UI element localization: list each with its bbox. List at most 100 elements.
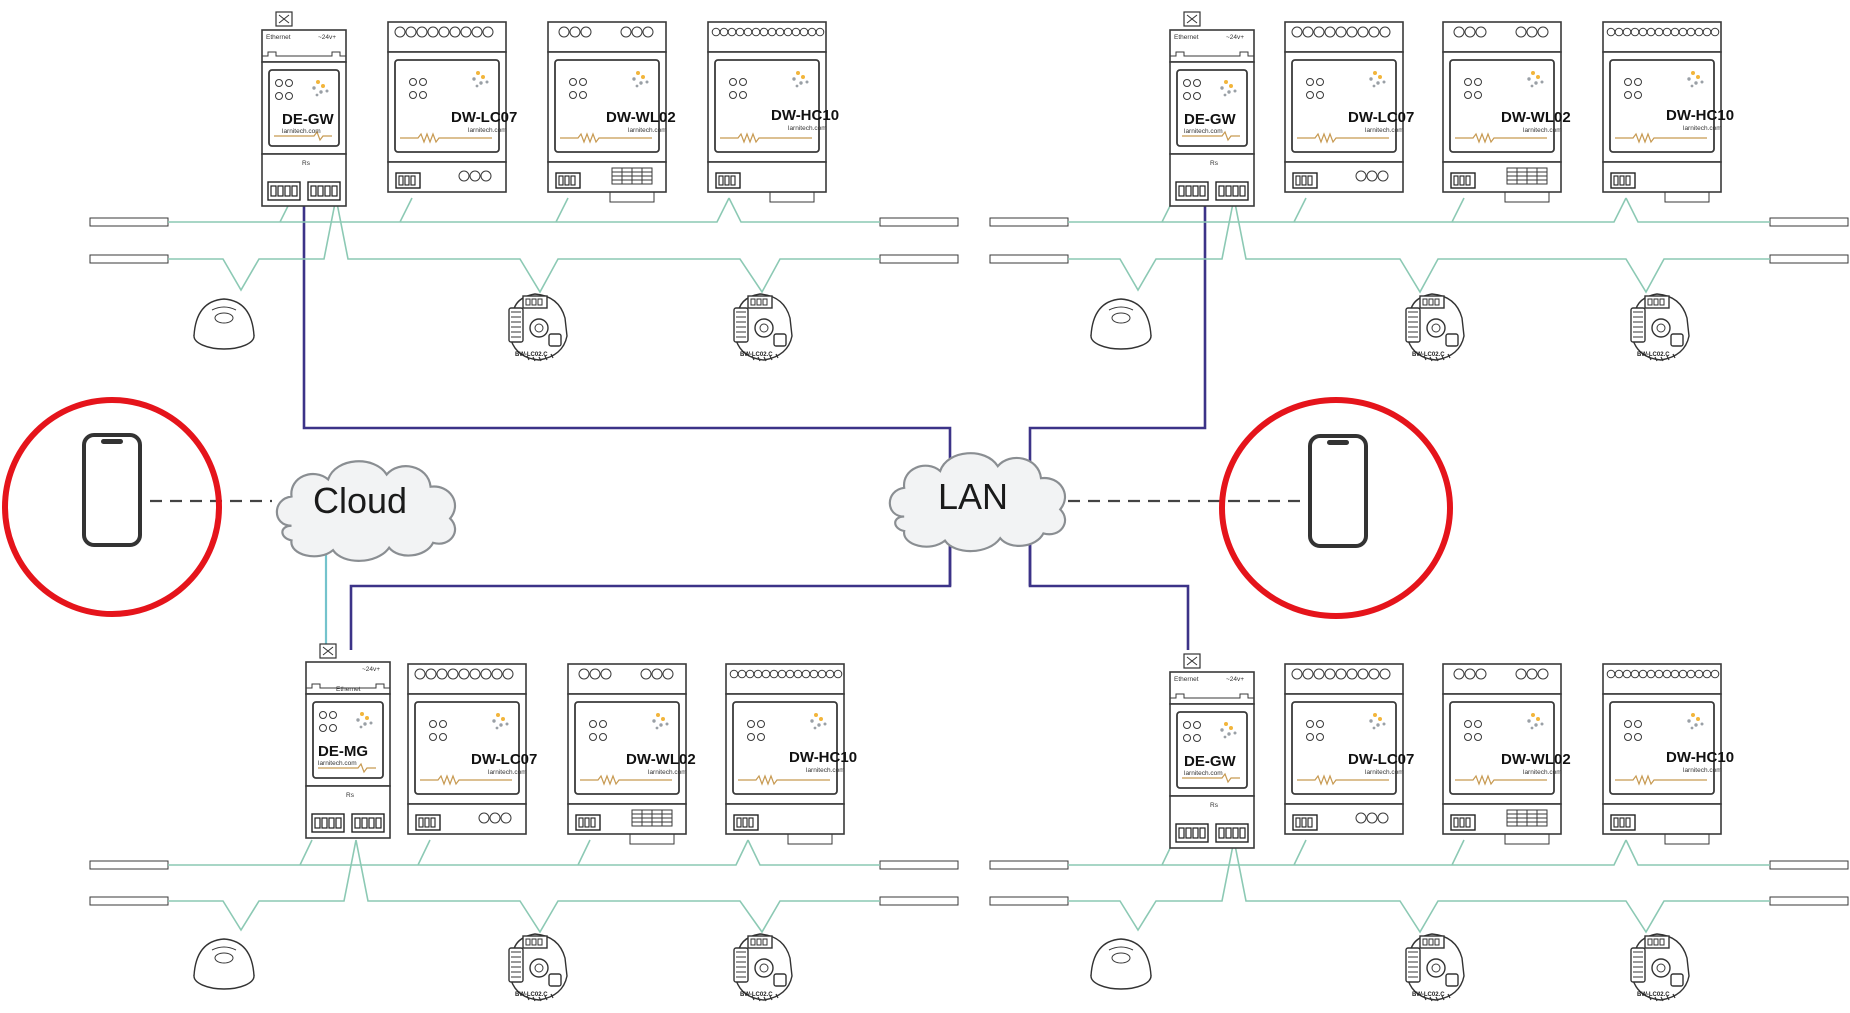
gateway-name: DE-GW [1184, 111, 1237, 128]
svg-text:BW-LC02.C: BW-LC02.C [1637, 352, 1670, 358]
module-hc10: DW-HC10 larnitech.com [725, 663, 857, 845]
svg-text:DW-HC10: DW-HC10 [789, 749, 857, 766]
svg-text:larnitech.com: larnitech.com [628, 127, 667, 134]
lan-link-bottom-left [349, 545, 952, 650]
bus-lines [89, 197, 959, 294]
svg-text:DW-WL02: DW-WL02 [626, 751, 696, 768]
gateway-name: DE-GW [282, 111, 335, 128]
svg-text:~24v+: ~24v+ [318, 34, 336, 41]
svg-text:~24v+: ~24v+ [1226, 34, 1244, 41]
panel-controller-icon: BW-LC02.C [1630, 293, 1690, 362]
svg-text:Rs: Rs [302, 160, 311, 167]
svg-text:Rs: Rs [346, 792, 355, 799]
quadrant-top-left: Ethernet ~24v+ DE-GW larnitech.com Rs DW… [89, 11, 959, 362]
quadrant-bottom-left: ~24v+ Ethernet DE-MG larnitech.com Rs DW… [89, 643, 959, 1002]
svg-text:larnitech.com: larnitech.com [468, 127, 507, 134]
lan-link-bottom-right [1028, 545, 1190, 650]
gateway-top-left: Ethernet ~24v+ DE-GW larnitech.com Rs [261, 11, 347, 207]
panel-controller-icon: BW-LC02.C [1630, 933, 1690, 1002]
module-hc10: DW-HC10 larnitech.com [1602, 663, 1734, 845]
svg-text:Ethernet: Ethernet [266, 34, 291, 41]
module-lc07: DW-LC07 larnitech.com [387, 21, 517, 193]
phone-icon [1308, 434, 1368, 548]
svg-text:larnitech.com: larnitech.com [1523, 769, 1562, 776]
svg-text:larnitech.com: larnitech.com [1184, 770, 1223, 777]
svg-text:larnitech.com: larnitech.com [1683, 767, 1722, 774]
svg-text:BW-LC02.C: BW-LC02.C [740, 992, 773, 998]
panel-controller-icon: BW-LC02.C [733, 293, 793, 362]
svg-text:BW-LC02.C: BW-LC02.C [515, 992, 548, 998]
quadrant-bottom-right: Ethernet ~24v+ DE-GW larnitech.com Rs DW… [989, 653, 1849, 1002]
phone-right[interactable] [1219, 397, 1453, 619]
gateway-bottom-left: ~24v+ Ethernet DE-MG larnitech.com Rs [305, 643, 391, 839]
highlight-ring-left [2, 397, 222, 617]
svg-text:larnitech.com: larnitech.com [806, 767, 845, 774]
panel-controller-icon: BW-LC02.C [508, 933, 568, 1002]
svg-text:BW-LC02.C: BW-LC02.C [515, 352, 548, 358]
svg-text:Ethernet: Ethernet [1174, 676, 1199, 683]
module-wl02: DW-WL02 larnitech.com [1442, 663, 1571, 845]
svg-text:DW-LC07: DW-LC07 [451, 109, 517, 126]
svg-text:Rs: Rs [1210, 802, 1219, 809]
cloud-icon: Cloud [275, 460, 457, 562]
svg-text:DW-WL02: DW-WL02 [606, 109, 676, 126]
svg-text:DW-LC07: DW-LC07 [1348, 109, 1414, 126]
svg-text:BW-LC02.C: BW-LC02.C [740, 352, 773, 358]
svg-text:larnitech.com: larnitech.com [1365, 127, 1404, 134]
highlight-ring-right [1219, 397, 1453, 619]
panel-controller-icon: BW-LC02.C [1405, 293, 1465, 362]
panel-controller-icon: BW-LC02.C [508, 293, 568, 362]
svg-text:DW-WL02: DW-WL02 [1501, 751, 1571, 768]
svg-text:DW-HC10: DW-HC10 [1666, 107, 1734, 124]
module-wl02: DW-WL02 larnitech.com [1442, 21, 1571, 203]
cloud-label: Cloud [313, 480, 407, 521]
module-lc07: DW-LC07 larnitech.com [1284, 663, 1414, 835]
svg-text:DW-HC10: DW-HC10 [771, 107, 839, 124]
smoke-detector-icon [193, 298, 255, 350]
svg-text:larnitech.com: larnitech.com [1365, 769, 1404, 776]
svg-text:larnitech.com: larnitech.com [318, 760, 357, 767]
gateway-name: DE-MG [318, 743, 368, 760]
smoke-detector-icon [193, 938, 255, 990]
svg-text:Ethernet: Ethernet [336, 686, 361, 693]
smoke-detector-icon [1090, 298, 1152, 350]
lan-links [302, 193, 1207, 650]
svg-text:BW-LC02.C: BW-LC02.C [1412, 352, 1445, 358]
svg-text:larnitech.com: larnitech.com [282, 128, 321, 135]
svg-text:DW-WL02: DW-WL02 [1501, 109, 1571, 126]
svg-text:larnitech.com: larnitech.com [1683, 125, 1722, 132]
svg-text:BW-LC02.C: BW-LC02.C [1637, 992, 1670, 998]
module-hc10: DW-HC10 larnitech.com [1602, 21, 1734, 203]
svg-text:Rs: Rs [1210, 160, 1219, 167]
svg-text:larnitech.com: larnitech.com [1523, 127, 1562, 134]
svg-text:Ethernet: Ethernet [1174, 34, 1199, 41]
module-hc10: DW-HC10 larnitech.com [707, 21, 839, 203]
phone-icon [82, 433, 142, 547]
svg-text:larnitech.com: larnitech.com [488, 769, 527, 776]
quadrant-top-right: Ethernet ~24v+ DE-GW larnitech.com Rs DW… [989, 11, 1849, 362]
bus-lines [89, 839, 959, 934]
lan-cloud-icon: LAN [888, 452, 1067, 553]
phone-left[interactable] [2, 397, 222, 617]
panel-controller-icon: BW-LC02.C [733, 933, 793, 1002]
svg-text:DW-LC07: DW-LC07 [1348, 751, 1414, 768]
module-lc07: DW-LC07 larnitech.com [1284, 21, 1414, 193]
svg-text:~24v+: ~24v+ [362, 666, 380, 673]
svg-text:DW-HC10: DW-HC10 [1666, 749, 1734, 766]
gateway-name: DE-GW [1184, 753, 1237, 770]
module-wl02: DW-WL02 larnitech.com [567, 663, 696, 845]
panel-controller-icon: BW-LC02.C [1405, 933, 1465, 1002]
svg-text:larnitech.com: larnitech.com [648, 769, 687, 776]
module-lc07: DW-LC07 larnitech.com [407, 663, 537, 835]
bus-lines [989, 197, 1849, 294]
svg-text:~24v+: ~24v+ [1226, 676, 1244, 683]
svg-text:larnitech.com: larnitech.com [1184, 128, 1223, 135]
svg-text:larnitech.com: larnitech.com [788, 125, 827, 132]
lan-label: LAN [938, 476, 1008, 517]
svg-text:DW-LC07: DW-LC07 [471, 751, 537, 768]
smoke-detector-icon [1090, 938, 1152, 990]
gateway-top-right: Ethernet ~24v+ DE-GW larnitech.com Rs [1169, 11, 1255, 207]
svg-text:BW-LC02.C: BW-LC02.C [1412, 992, 1445, 998]
module-wl02: DW-WL02 larnitech.com [547, 21, 676, 203]
